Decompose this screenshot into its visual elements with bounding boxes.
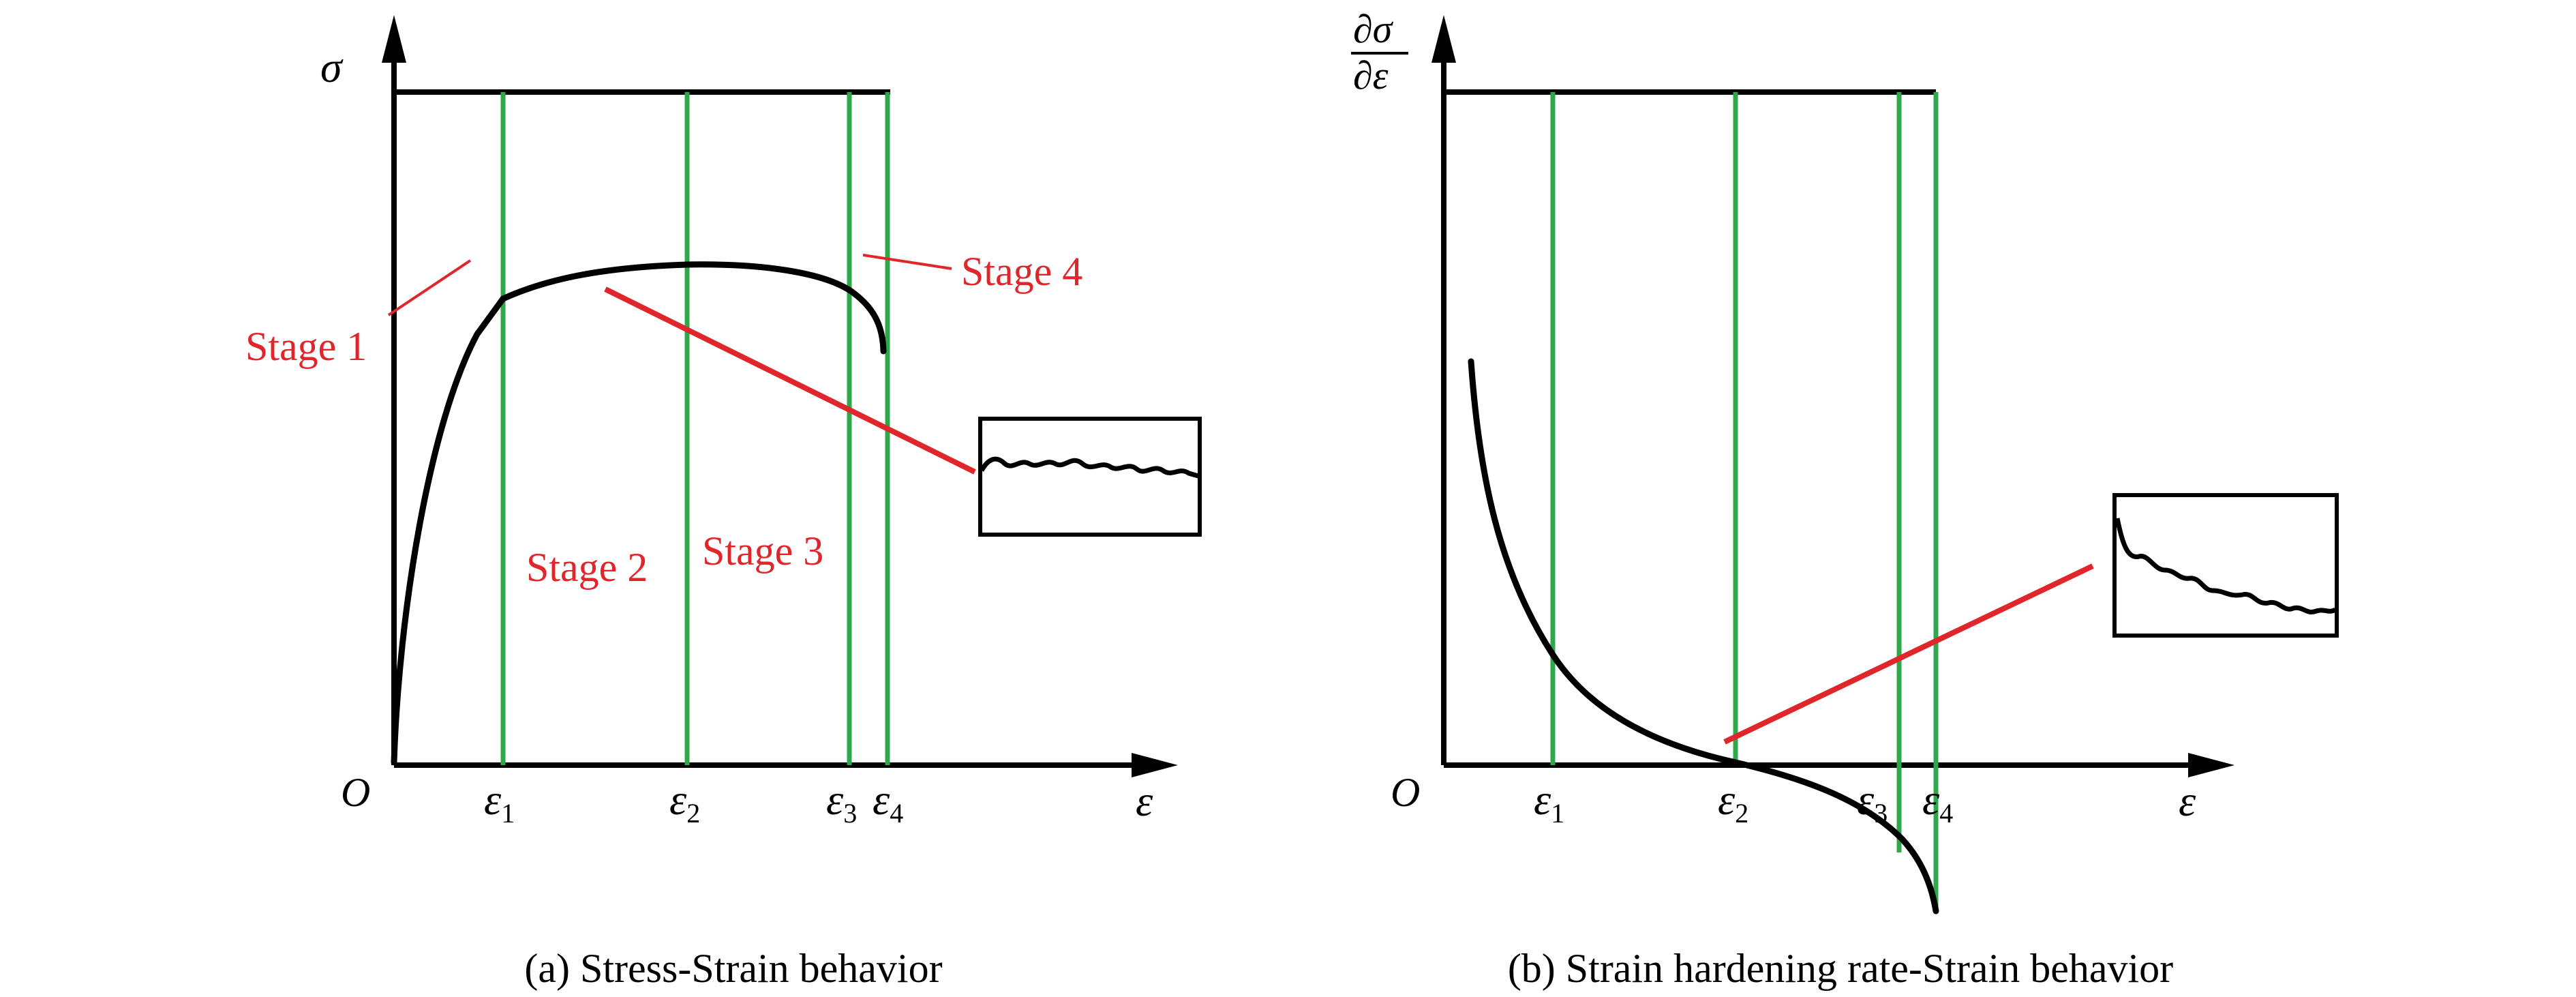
panel-a-zoom-pointer [604, 286, 976, 475]
panel-b-y-symbol-denominator: ∂ε [1353, 53, 1389, 98]
panel-a: Stage 1 Stage 2 Stage 3 Stage 4 σ O ε ε1… [245, 15, 1202, 991]
panel-a-stage4-leader [862, 254, 952, 270]
panel-a-tick-e3: ε3 [826, 775, 857, 829]
panel-b-tick-e2: ε2 [1718, 775, 1748, 829]
panel-a-y-symbol: σ [320, 43, 344, 91]
panel-b-inset-box [2112, 493, 2339, 638]
panel-a-stress-strain-curve [391, 261, 887, 766]
panel-a-stage1-leader [387, 259, 472, 316]
panel-a-tick-e4: ε4 [873, 775, 903, 829]
panel-b-hardening-rate-curve [1468, 358, 1939, 914]
panel-b-x-arrow [2188, 753, 2234, 777]
panel-a-stage1-label: Stage 1 [245, 324, 367, 369]
panel-a-x-arrow [1132, 753, 1178, 777]
panel-a-stage2-label: Stage 2 [526, 545, 648, 590]
panel-a-inset-serrated-curve [979, 456, 1199, 479]
panel-b-tick-e1: ε1 [1534, 775, 1564, 829]
panel-b-inset-serrated-curve [2115, 518, 2337, 614]
panel-b-zoom-pointer [1723, 563, 2094, 745]
panel-a-caption: (a) Stress-Strain behavior [524, 946, 942, 991]
panel-a-x-symbol: ε [1136, 777, 1153, 825]
panel-a-tick-e2: ε2 [669, 775, 700, 829]
panel-b-y-symbol-numerator: ∂σ [1353, 7, 1394, 51]
panel-b-y-arrow [1431, 15, 1456, 63]
panel-b-x-symbol: ε [2179, 777, 2196, 825]
panel-a-stage4-label: Stage 4 [961, 249, 1082, 294]
panel-a-y-arrow [382, 15, 406, 63]
panel-a-inset-box [978, 417, 1202, 537]
panel-b-origin: O [1391, 770, 1420, 815]
panel-a-origin: O [341, 770, 370, 815]
panel-b: ∂σ ∂ε O ε ε1 ε2 ε3 ε4 (b) Strain hardeni… [1351, 7, 2339, 991]
panel-a-stage3-label: Stage 3 [702, 529, 823, 574]
panel-b-caption: (b) Strain hardening rate-Strain behavio… [1508, 946, 2173, 991]
panel-a-tick-e1: ε1 [484, 775, 515, 829]
panel-b-tick-e4: ε4 [1922, 775, 1953, 829]
panel-b-tick-e3: ε3 [1857, 775, 1888, 829]
